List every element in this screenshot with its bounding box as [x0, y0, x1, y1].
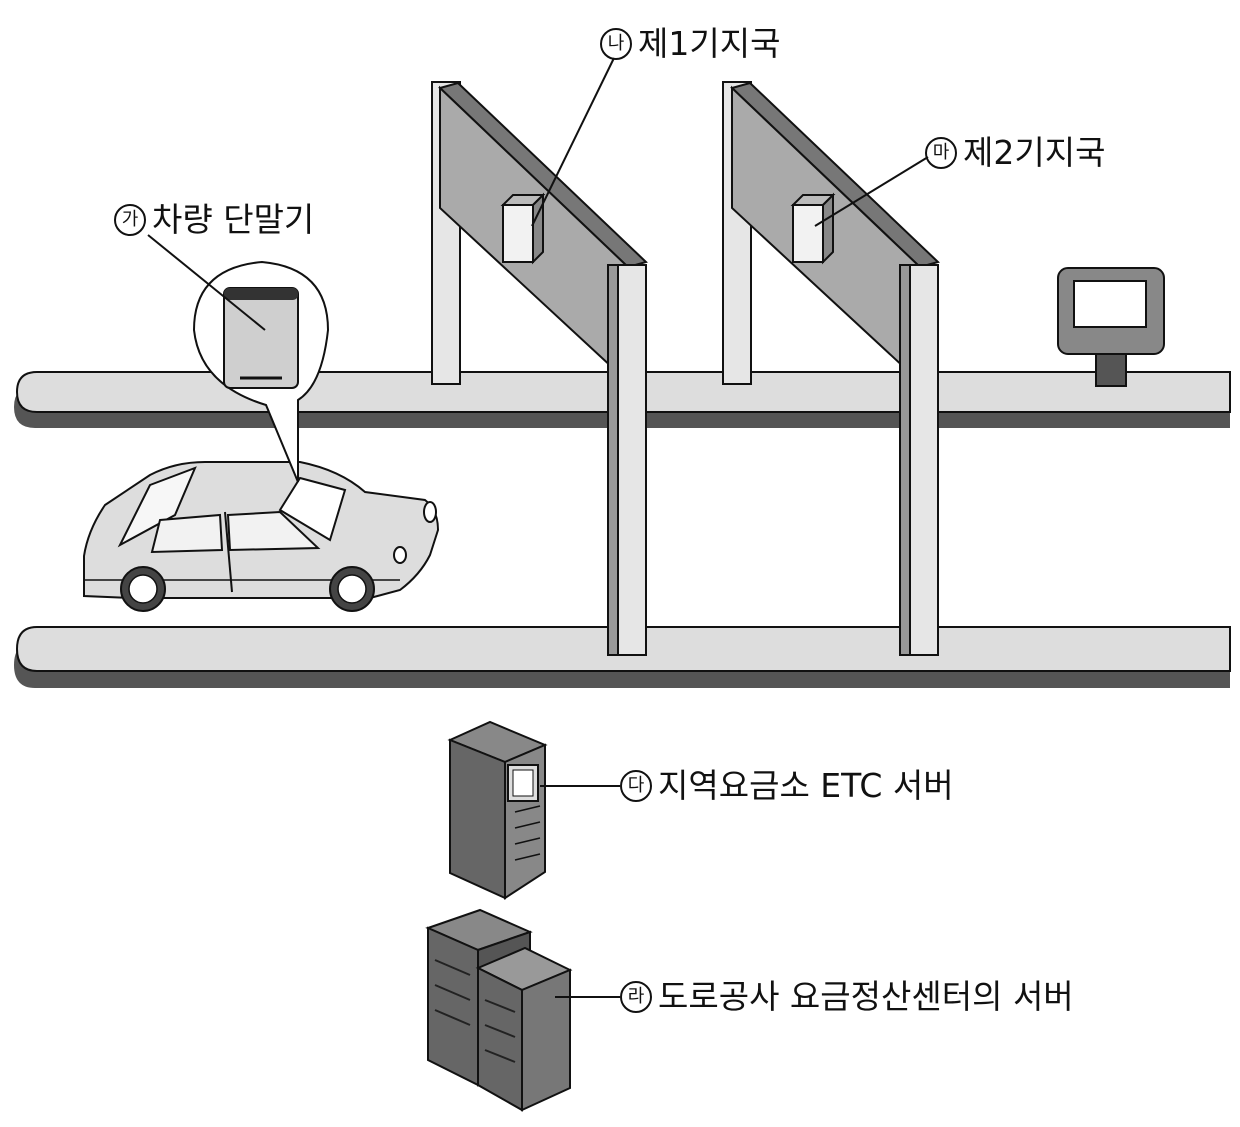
vehicle-terminal-label: 가 차량 단말기 — [114, 200, 314, 240]
marker-ma: 마 — [925, 137, 957, 169]
roadside-kiosk — [1057, 267, 1165, 387]
local-etc-server — [447, 720, 548, 900]
base-station-2-label: 마 제2기지국 — [925, 133, 1105, 173]
leader-lines — [147, 57, 929, 998]
gantry-2-front-post — [899, 264, 939, 656]
base-station-1-device — [500, 192, 546, 265]
marker-ra: 라 — [620, 981, 652, 1013]
local-server-text: 지역요금소 ETC 서버 — [658, 766, 954, 805]
vehicle-terminal-callout — [192, 260, 330, 483]
base-station-1-label: 나 제1기지국 — [600, 24, 780, 64]
local-server-label: 다 지역요금소 ETC 서버 — [620, 766, 954, 806]
center-server-label: 라 도로공사 요금정산센터의 서버 — [620, 977, 1074, 1017]
vehicle-terminal-text: 차량 단말기 — [152, 200, 315, 239]
base-station-2-text: 제2기지국 — [963, 133, 1106, 172]
marker-da: 다 — [620, 770, 652, 802]
base-station-1-text: 제1기지국 — [638, 24, 781, 63]
marker-na: 나 — [600, 28, 632, 60]
marker-ga: 가 — [114, 204, 146, 236]
gantry-1-front-post — [607, 264, 647, 656]
base-station-2-device — [790, 192, 836, 265]
car — [83, 461, 440, 612]
center-server-text: 도로공사 요금정산센터의 서버 — [658, 977, 1074, 1016]
center-servers — [425, 908, 573, 1112]
